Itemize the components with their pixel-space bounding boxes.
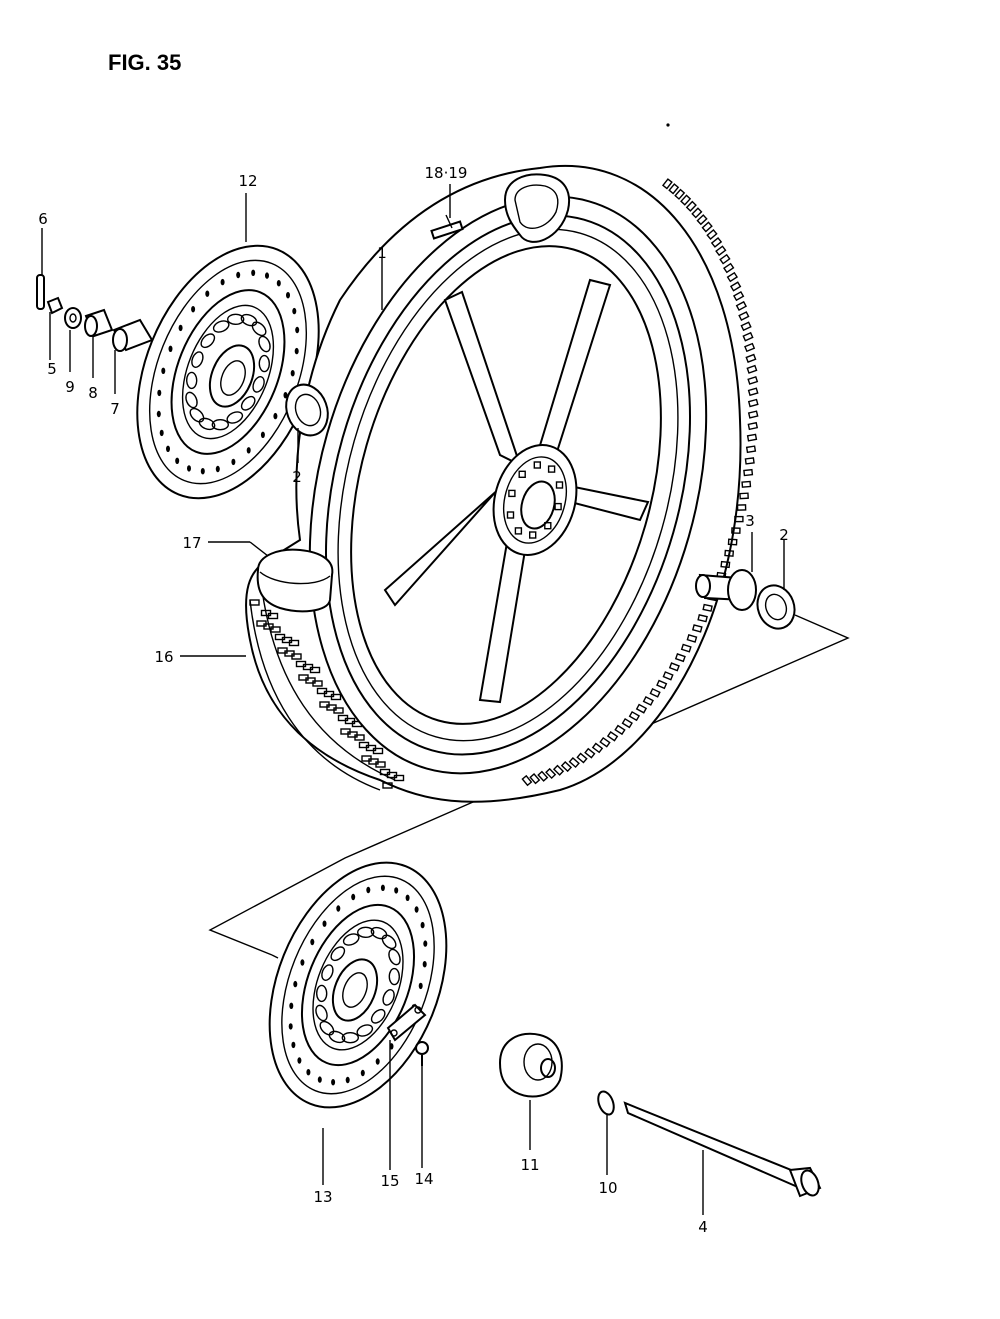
callout-2-left: 2 [292,468,302,486]
callout-7: 7 [110,400,120,418]
callout-labels: 12 6 5 9 8 7 2 1 18·19 17 16 3 2 13 15 1… [38,164,789,1236]
callout-11: 11 [520,1156,539,1174]
inner-tube [256,548,334,613]
bearing-left [285,383,329,437]
inner-tube-top [503,173,570,243]
speedometer-gearbox [498,1032,563,1098]
axle-left-parts [36,274,154,352]
callout-1: 1 [377,244,387,262]
disc-bolt [415,1041,429,1066]
nut-5 [46,296,64,315]
callout-17: 17 [182,534,201,552]
callout-4: 4 [698,1218,708,1236]
bearing-right [756,584,796,630]
callout-14: 14 [414,1170,433,1188]
callout-12: 12 [238,172,257,190]
wheel-rim [308,195,708,775]
callout-15: 15 [380,1172,399,1190]
alignment-line-lower [208,614,850,956]
callout-6: 6 [38,210,48,228]
washer-9 [64,307,82,329]
callout-5: 5 [47,360,57,378]
callout-8: 8 [88,384,98,402]
lock-plate [386,1003,427,1042]
callout-10: 10 [598,1179,617,1197]
brake-disc-upper [136,244,320,500]
leader-lines [41,184,785,1215]
callout-3: 3 [745,512,755,530]
brake-disc-lower [268,861,448,1109]
valve-cap [430,214,464,240]
callout-18-19: 18·19 [425,164,468,182]
front-axle [597,1090,822,1198]
callout-9: 9 [65,378,75,396]
callout-16: 16 [154,648,173,666]
spacer-right [695,569,757,611]
bolt-6 [36,274,45,310]
callout-2-right: 2 [779,526,789,544]
figure-title: FIG. 35 [108,50,182,75]
callout-13: 13 [313,1188,332,1206]
washer-10 [597,1090,615,1116]
